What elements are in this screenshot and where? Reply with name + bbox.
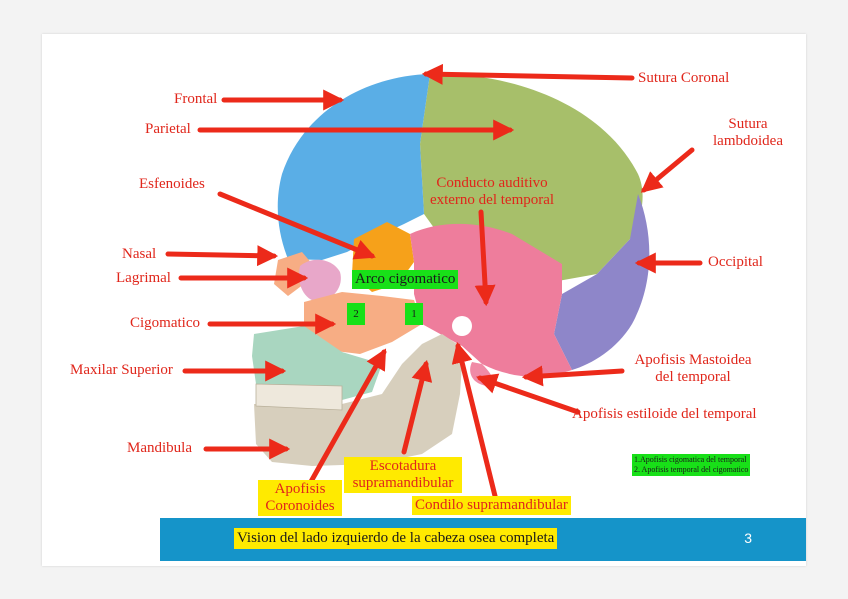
- label-sutura-lambdoidea-line2: lambdoidea: [713, 133, 783, 149]
- label-apofisis-mastoidea-line2: del temporal: [655, 369, 731, 385]
- label-parietal: Parietal: [145, 121, 191, 137]
- teeth: [255, 383, 343, 411]
- label-apofisis-coronoides: Apofisis Coronoides: [258, 480, 342, 516]
- marker-2: 2: [347, 303, 365, 325]
- label-conducto-line1: Conducto auditivo: [436, 175, 548, 191]
- legend-item-2: 2. Apofisis temporal del cigomatico: [634, 465, 749, 474]
- label-cigomatico: Cigomatico: [130, 315, 200, 331]
- label-esfenoides: Esfenoides: [139, 176, 205, 192]
- label-sutura-lambdoidea-line1: Sutura: [728, 116, 768, 132]
- slide-footer-banner: Vision del lado izquierdo de la cabeza o…: [160, 518, 806, 561]
- skull-illustration: [165, 63, 703, 503]
- page-number: 3: [744, 530, 752, 546]
- label-apofisis-mastoidea-line1: Apofisis Mastoidea: [634, 352, 752, 368]
- label-apofisis-coronoides-line1: Apofisis: [274, 481, 326, 497]
- label-mandibula: Mandibula: [127, 440, 192, 456]
- label-escotadura-line1: Escotadura: [369, 458, 437, 474]
- label-sutura-lambdoidea: Sutura lambdoidea: [708, 116, 788, 150]
- frontal-bone: [277, 74, 430, 260]
- label-arco-cigomatico: Arco cigomatico: [352, 270, 459, 289]
- legend-item-1: 1.Apofisis cigomatica del temporal: [634, 455, 747, 464]
- label-condilo-supramandibular: Condilo supramandibular: [412, 496, 571, 515]
- pointer-arrows: [165, 63, 703, 503]
- label-frontal: Frontal: [174, 91, 218, 107]
- label-apofisis-estiloide: Apofisis estiloide del temporal: [572, 406, 757, 422]
- label-occipital: Occipital: [708, 254, 763, 270]
- orbit: [298, 259, 341, 302]
- label-apofisis-coronoides-line2: Coronoides: [265, 498, 335, 514]
- label-lagrimal: Lagrimal: [116, 270, 171, 286]
- numbered-legend: 1.Apofisis cigomatica del temporal 2. Ap…: [632, 454, 751, 476]
- label-nasal: Nasal: [122, 246, 157, 262]
- label-escotadura-line2: supramandibular: [352, 475, 454, 491]
- label-maxilar-superior: Maxilar Superior: [70, 362, 173, 378]
- label-conducto-auditivo: Conducto auditivo externo del temporal: [402, 175, 582, 209]
- maxilla: [252, 326, 382, 400]
- label-sutura-coronal: Sutura Coronal: [638, 70, 730, 86]
- slide-caption: Vision del lado izquierdo de la cabeza o…: [234, 528, 558, 549]
- label-conducto-line2: externo del temporal: [429, 192, 555, 208]
- ear-canal: [452, 316, 472, 336]
- occipital-bone: [554, 194, 650, 370]
- label-apofisis-mastoidea: Apofisis Mastoidea del temporal: [618, 352, 768, 386]
- slide: Frontal Parietal Sutura Coronal Sutura l…: [42, 34, 806, 566]
- marker-1: 1: [405, 303, 423, 325]
- label-escotadura-supramandibular: Escotadura supramandibular: [344, 457, 462, 493]
